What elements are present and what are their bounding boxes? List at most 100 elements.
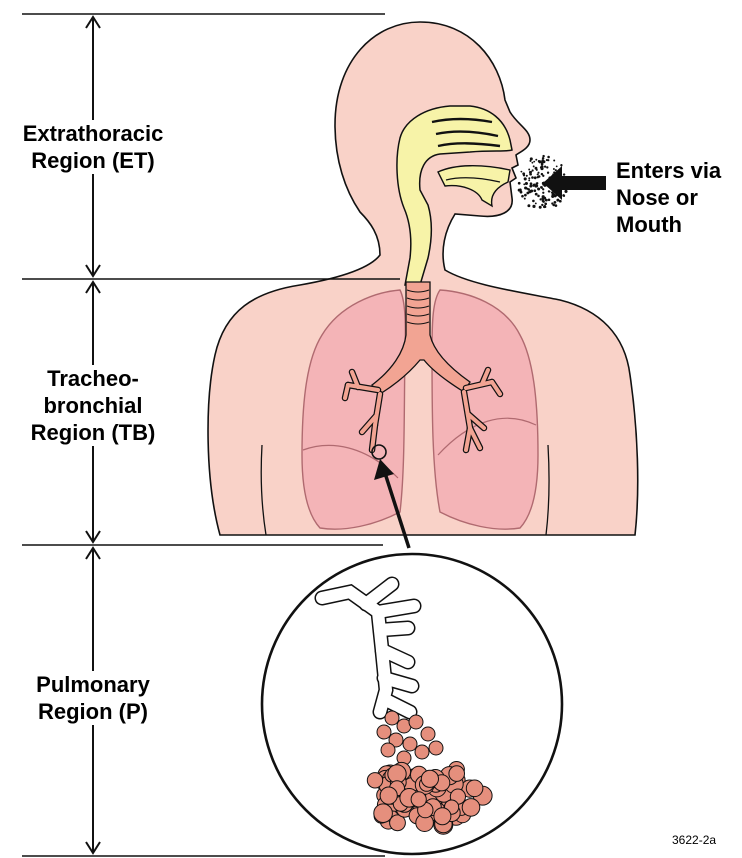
inhaled-particle: [528, 179, 530, 181]
inhaled-particle: [529, 185, 532, 188]
alveolus: [434, 808, 451, 825]
inhaled-particle: [553, 160, 555, 162]
inhaled-particle: [521, 195, 524, 198]
alveolus: [403, 737, 417, 751]
inhaled-particle: [539, 198, 541, 200]
inhaled-particle: [545, 199, 547, 201]
inhaled-particle: [544, 202, 547, 205]
inhaled-particle: [544, 165, 546, 167]
inhaled-particle: [531, 176, 534, 179]
inhaled-particle: [535, 167, 538, 170]
inhaled-particle: [537, 187, 540, 190]
inhaled-particle: [518, 182, 521, 185]
inhaled-particle: [542, 175, 544, 177]
alveolus: [377, 725, 391, 739]
inhaled-particle: [535, 193, 538, 196]
entry-route-label: Enters via Nose or Mouth: [616, 157, 721, 238]
inhaled-particle: [520, 188, 522, 190]
inhaled-particle: [524, 194, 527, 197]
inhaled-particle: [548, 199, 551, 202]
inhaled-particle: [525, 182, 528, 185]
magnified-alveolar-region: [262, 554, 562, 854]
inhaled-particle: [552, 193, 555, 196]
region-label-line: Extrathoracic: [2, 120, 184, 147]
inhaled-particle: [547, 156, 550, 159]
inhaled-particle: [532, 205, 535, 208]
inhaled-particle: [553, 168, 555, 170]
entry-label-line: Mouth: [616, 211, 721, 238]
inhaled-particle: [533, 165, 535, 167]
inhaled-particle: [524, 198, 526, 200]
inhaled-particle: [533, 161, 535, 163]
inhaled-particle: [529, 173, 532, 176]
alveolus: [429, 741, 443, 755]
inhaled-particle: [520, 191, 523, 194]
inhaled-particle: [535, 159, 537, 161]
inhaled-particle: [543, 205, 546, 208]
inhaled-particle: [543, 160, 546, 163]
region-label-line: Region (TB): [18, 419, 168, 446]
inhaled-particle: [520, 171, 522, 173]
inhaled-particle: [522, 172, 525, 175]
inhaled-particle: [560, 164, 562, 166]
inhaled-particle: [530, 182, 533, 185]
alveolus: [409, 715, 423, 729]
inhaled-particle: [537, 176, 539, 178]
alveolus: [449, 766, 465, 782]
inhaled-particle: [542, 192, 544, 194]
inhaled-particle: [542, 188, 544, 190]
inhaled-particle: [528, 177, 530, 179]
inhaled-particle: [528, 190, 531, 193]
entry-label-line: Enters via: [616, 157, 721, 184]
region-label-line: bronchial: [18, 392, 168, 419]
region-label-line: Tracheo-: [18, 365, 168, 392]
inhaled-particle: [547, 171, 549, 173]
inhaled-particle: [537, 172, 539, 174]
entry-label-line: Nose or: [616, 184, 721, 211]
alveolus: [385, 711, 399, 725]
figure-id: 3622-2a: [672, 833, 716, 847]
inhaled-particle: [533, 189, 536, 192]
tracheobronchial-region-label: Tracheo- bronchial Region (TB): [18, 365, 168, 446]
pulmonary-region-label: Pulmonary Region (P): [18, 671, 168, 725]
alveolus: [462, 799, 480, 817]
inhaled-particle: [551, 202, 553, 204]
alveolus: [411, 792, 426, 807]
extrathoracic-region-label: Extrathoracic Region (ET): [2, 120, 184, 174]
alveolus: [415, 745, 429, 759]
inhaled-particle: [542, 155, 544, 157]
inhaled-particle: [539, 206, 542, 209]
inhaled-particle: [527, 188, 530, 191]
inhaled-particle: [535, 184, 538, 187]
inhaled-particle: [532, 200, 535, 203]
inhaled-particle: [530, 157, 533, 160]
region-label-line: Region (ET): [2, 147, 184, 174]
inhaled-particle: [556, 199, 559, 202]
inhaled-particle: [541, 197, 544, 200]
inhaled-particle: [524, 186, 527, 189]
alveolus: [381, 743, 395, 757]
inhaled-particle: [564, 190, 567, 193]
inhaled-particle: [542, 157, 545, 160]
region-label-line: Region (P): [18, 698, 168, 725]
inhaled-particle: [534, 176, 537, 179]
inhaled-particle: [526, 175, 528, 177]
alveolus: [367, 773, 382, 788]
alveolus: [374, 804, 393, 823]
inhaled-particle: [563, 173, 565, 175]
inhaled-particle: [546, 159, 548, 161]
inhaled-particle: [556, 165, 558, 167]
inhaled-particle: [540, 166, 542, 168]
region-label-line: Pulmonary: [18, 671, 168, 698]
inhaled-particle: [532, 184, 534, 186]
alveolus: [380, 787, 397, 804]
inhaled-particle: [524, 177, 527, 180]
alveolus: [466, 780, 483, 797]
inhaled-particle: [535, 202, 537, 204]
inhaled-particle: [540, 186, 542, 188]
inhaled-particle: [563, 195, 565, 197]
inhaled-particle: [554, 201, 557, 204]
alveolus: [421, 727, 435, 741]
alveolus: [421, 770, 438, 787]
inhaled-particle: [531, 169, 533, 171]
